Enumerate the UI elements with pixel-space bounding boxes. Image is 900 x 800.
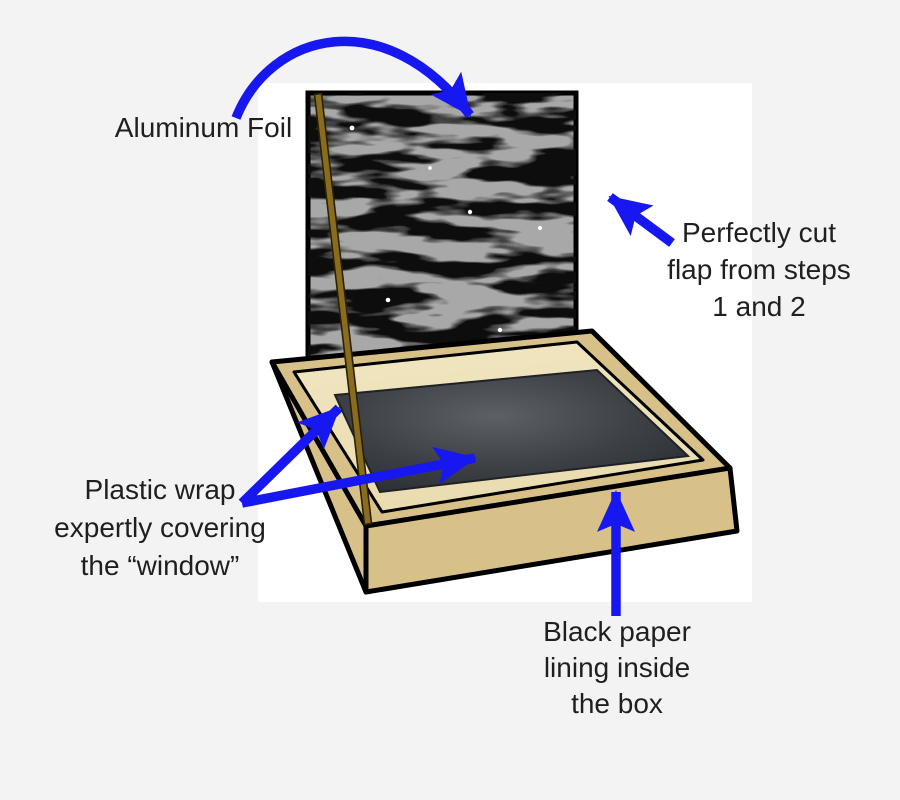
label-black-paper: Black paper lining inside the box xyxy=(507,614,727,722)
label-aluminum-foil-text: Aluminum Foil xyxy=(114,112,293,143)
foil-crinkle-texture xyxy=(308,93,576,368)
label-flap-line3: 1 and 2 xyxy=(712,291,806,322)
black-paper-window xyxy=(333,368,691,494)
arrow-flap xyxy=(607,193,675,247)
label-paper-line1: Black paper xyxy=(543,616,691,647)
box xyxy=(269,328,740,595)
arrow-plastic-upper xyxy=(238,404,343,507)
arrow-aluminum-foil xyxy=(231,36,474,120)
arrow-plastic-lower xyxy=(241,446,477,508)
label-flap-line1: Perfectly cut xyxy=(681,217,837,248)
label-flap-line2: flap from steps xyxy=(667,254,851,285)
label-paper-line3: the box xyxy=(571,688,663,719)
label-perfectly-cut-flap: Perfectly cut flap from steps 1 and 2 xyxy=(649,214,869,325)
box-front-rim-edge xyxy=(363,465,733,529)
label-paper-line2: lining inside xyxy=(543,652,691,683)
foil-flap xyxy=(305,90,579,371)
label-plastic-line1: Plastic wrap xyxy=(84,474,236,505)
prop-stick xyxy=(313,92,373,526)
callout-arrows xyxy=(231,36,675,616)
label-plastic-line3: the “window” xyxy=(80,550,240,581)
label-plastic-line2: expertly covering xyxy=(54,512,266,543)
label-aluminum-foil: Aluminum Foil xyxy=(96,112,311,144)
label-plastic-wrap: Plastic wrap expertly covering the “wind… xyxy=(38,471,282,585)
